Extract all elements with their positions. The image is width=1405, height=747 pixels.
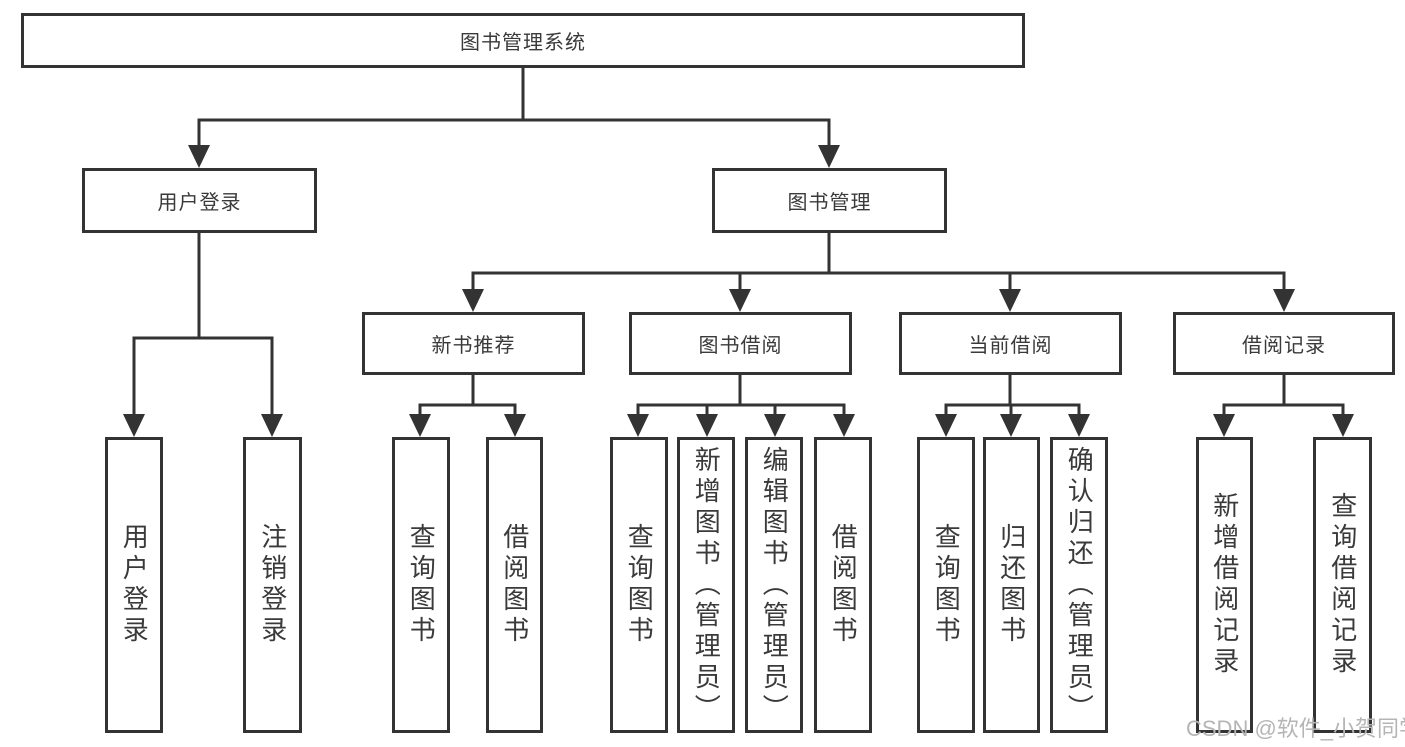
- leaf-return-book: 归还图书: [983, 437, 1040, 733]
- leaf-borrow-books-newbook: 借阅图书: [486, 437, 543, 733]
- leaf-logout: 注销登录: [243, 437, 302, 733]
- node-label: 借阅图书: [828, 523, 859, 647]
- node-label: 图书借阅: [698, 335, 783, 357]
- node-label: 新书推荐: [431, 335, 516, 357]
- node-book-management: 图书管理: [712, 168, 947, 233]
- leaf-confirm-return-admin: 确认归还（管理员）: [1050, 437, 1108, 733]
- node-label: 查询借阅记录: [1327, 492, 1358, 678]
- leaf-query-books-newbook: 查询图书: [392, 437, 450, 733]
- node-label: 图书管理: [787, 192, 872, 214]
- node-label: 图书管理系统: [460, 32, 586, 54]
- node-label: 新增借阅记录: [1209, 492, 1240, 678]
- node-label: 查询图书: [931, 523, 962, 647]
- leaf-add-book-admin: 新增图书（管理员）: [677, 437, 735, 733]
- leaf-query-books-borrow: 查询图书: [610, 437, 668, 733]
- node-label: 借阅图书: [499, 523, 530, 647]
- node-user-login: 用户登录: [82, 168, 317, 233]
- node-label: 查询图书: [624, 523, 655, 647]
- node-label: 用户登录: [119, 523, 150, 647]
- leaf-edit-book-admin: 编辑图书（管理员）: [745, 437, 803, 733]
- node-book-borrowing: 图书借阅: [629, 312, 852, 375]
- node-new-book-recommendation: 新书推荐: [362, 312, 585, 375]
- leaf-borrow-books-borrow: 借阅图书: [814, 437, 872, 733]
- node-label: 查询图书: [406, 523, 437, 647]
- node-label: 归还图书: [996, 523, 1027, 647]
- node-label: 借阅记录: [1242, 335, 1326, 357]
- leaf-add-borrow-record: 新增借阅记录: [1196, 437, 1253, 733]
- node-label: 用户登录: [157, 192, 242, 214]
- leaf-user-login: 用户登录: [105, 437, 163, 733]
- node-current-borrowing: 当前借阅: [899, 312, 1122, 375]
- leaf-query-books-current: 查询图书: [917, 437, 975, 733]
- node-label: 当前借阅: [968, 335, 1053, 357]
- node-label: 编辑图书（管理员）: [759, 445, 790, 725]
- node-label: 新增图书（管理员）: [691, 445, 722, 725]
- node-label: 确认归还（管理员）: [1064, 445, 1095, 725]
- node-label: 注销登录: [257, 523, 288, 647]
- csdn-watermark: CSDN @软件_小贺同学: [1186, 716, 1405, 741]
- node-library-management-system: 图书管理系统: [21, 13, 1025, 68]
- leaf-query-borrow-record: 查询借阅记录: [1313, 437, 1372, 733]
- node-borrowing-records: 借阅记录: [1173, 312, 1395, 375]
